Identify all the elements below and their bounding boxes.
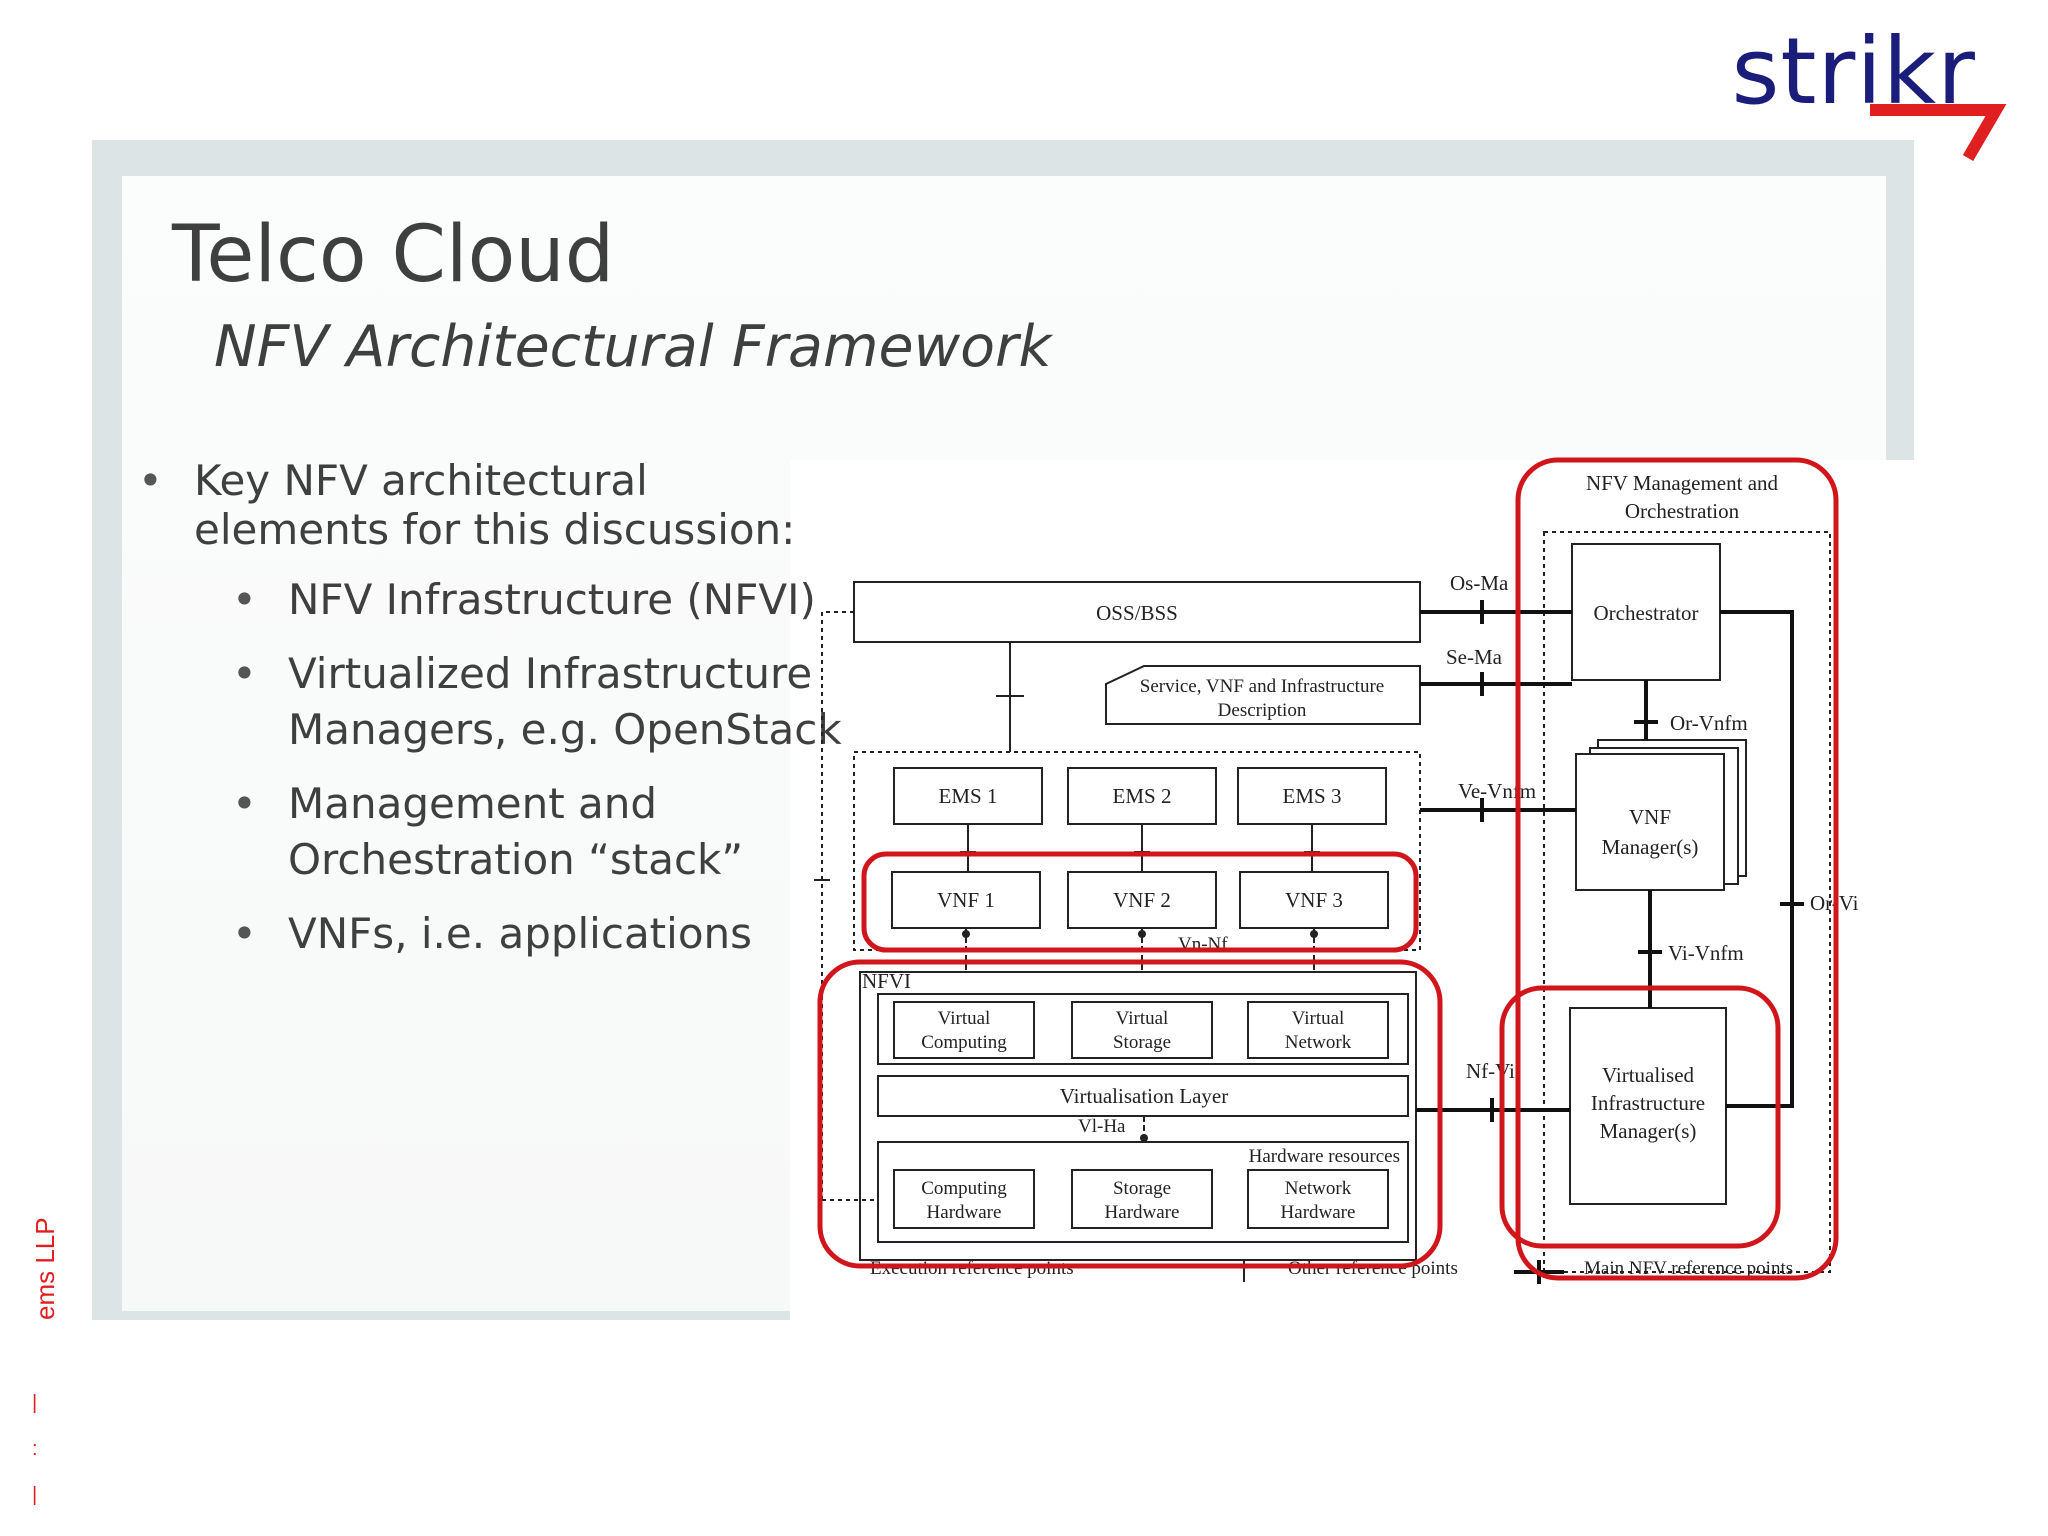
oss-dotted-link	[821, 611, 854, 1200]
virtual-storage-line2: Storage	[1113, 1032, 1171, 1053]
service-description-box	[1105, 665, 1421, 725]
virtual-network-line2: Network	[1285, 1032, 1352, 1053]
orchestrator-label: Orchestrator	[1594, 601, 1699, 625]
or-vi-wire	[1720, 610, 1794, 1108]
hardware-resources-label: Hardware resources	[1249, 1146, 1400, 1167]
vim-line1: Virtualised	[1602, 1063, 1695, 1087]
vnf-ems-region	[853, 751, 1421, 951]
os-ma-label: Os-Ma	[1450, 571, 1509, 595]
slide-subtitle: NFV Architectural Framework	[214, 314, 1052, 380]
lead-bullet: Key NFV architectural elements for this …	[138, 456, 842, 962]
vi-vnfm-label: Vi-Vnfm	[1668, 941, 1744, 965]
virtual-computing-line1: Virtual	[938, 1008, 991, 1029]
highlight-mano	[1515, 457, 1839, 1281]
lead-bullet-text: Key NFV architectural elements for this …	[138, 456, 838, 554]
virtual-network-line1: Virtual	[1292, 1008, 1345, 1029]
computing-hardware-line2: Hardware	[927, 1202, 1002, 1223]
ve-vnfm-label: Ve-Vnfm	[1458, 779, 1536, 803]
sub-bullet-vim: Virtualized Infrastructure Managers, e.g…	[138, 646, 848, 758]
network-hardware-box	[1247, 1169, 1389, 1229]
sub-bullet-mano: Management and Orchestration “stack”	[138, 776, 848, 888]
storage-hardware-line1: Storage	[1113, 1178, 1171, 1199]
sub-bullet-nfvi: NFV Infrastructure (NFVI)	[138, 572, 848, 628]
network-hardware-line1: Network	[1285, 1178, 1352, 1199]
oss-bss-label: OSS/BSS	[1096, 601, 1178, 625]
vim-line2: Infrastructure	[1591, 1091, 1705, 1115]
vnf-1-label: VNF 1	[937, 888, 995, 912]
logo-arrow-icon	[1870, 104, 2007, 162]
storage-hardware-box	[1071, 1169, 1213, 1229]
ems-1-box	[893, 767, 1043, 825]
vnf-2-label: VNF 2	[1113, 888, 1171, 912]
virtualisation-layer-label: Virtualisation Layer	[1060, 1084, 1228, 1108]
highlight-vnfs	[861, 851, 1419, 953]
virtual-computing-box	[893, 1001, 1035, 1059]
nf-vi-label: Nf-Vi	[1466, 1059, 1515, 1083]
or-vnfm-label: Or-Vnfm	[1670, 711, 1748, 735]
slide-title: Telco Cloud	[172, 210, 615, 300]
virtual-storage-line1: Virtual	[1116, 1008, 1169, 1029]
ems-2-label: EMS 2	[1113, 784, 1172, 808]
vertical-footer-text: ems LLP	[30, 1217, 60, 1320]
bullet-list: Key NFV architectural elements for this …	[138, 456, 842, 980]
virtual-computing-line2: Computing	[921, 1032, 1007, 1053]
vim-box	[1569, 1007, 1727, 1205]
nfvi-label: NFVI	[862, 969, 911, 993]
vnf-manager-box	[1575, 753, 1725, 891]
nfv-architecture-diagram: .box { fill: #fff; stroke: #222; stroke-…	[814, 457, 1859, 1284]
highlight-nfvi	[817, 959, 1443, 1269]
legend-main: Main NFV reference points	[1584, 1258, 1793, 1279]
mano-title-line1: NFV Management and	[1586, 471, 1779, 495]
vnf-1-box	[891, 871, 1041, 929]
vnf-3-box	[1239, 871, 1389, 929]
virtual-network-box	[1247, 1001, 1389, 1059]
vnf-manager-line2: Manager(s)	[1602, 835, 1699, 859]
computing-hardware-box	[893, 1169, 1035, 1229]
ems-1-label: EMS 1	[939, 784, 998, 808]
mano-title-line2: Orchestration	[1625, 499, 1740, 523]
virtualisation-layer-box	[877, 1075, 1409, 1117]
network-hardware-line2: Hardware	[1281, 1202, 1356, 1223]
virtual-storage-box	[1071, 1001, 1213, 1059]
service-desc-line2: Description	[1218, 700, 1307, 721]
ems-3-label: EMS 3	[1283, 784, 1342, 808]
ems-2-box	[1067, 767, 1217, 825]
vnf-manager-line1: VNF	[1629, 805, 1671, 829]
sub-bullet-list: NFV Infrastructure (NFVI) Virtualized In…	[138, 572, 842, 962]
se-ma-label: Se-Ma	[1446, 645, 1503, 669]
vnf-3-label: VNF 3	[1285, 888, 1343, 912]
footer-marks: |:|	[32, 1392, 38, 1506]
computing-hardware-line1: Computing	[921, 1178, 1007, 1199]
highlight-vim	[1499, 985, 1781, 1249]
vim-line3: Manager(s)	[1600, 1119, 1697, 1143]
mano-block	[1543, 531, 1831, 1273]
vi-ha-label: Vl-Ha	[1078, 1116, 1126, 1137]
sub-bullet-vnfs: VNFs, i.e. applications	[138, 906, 848, 962]
service-desc-line1: Service, VNF and Infrastructure	[1140, 676, 1384, 697]
storage-hardware-line2: Hardware	[1105, 1202, 1180, 1223]
